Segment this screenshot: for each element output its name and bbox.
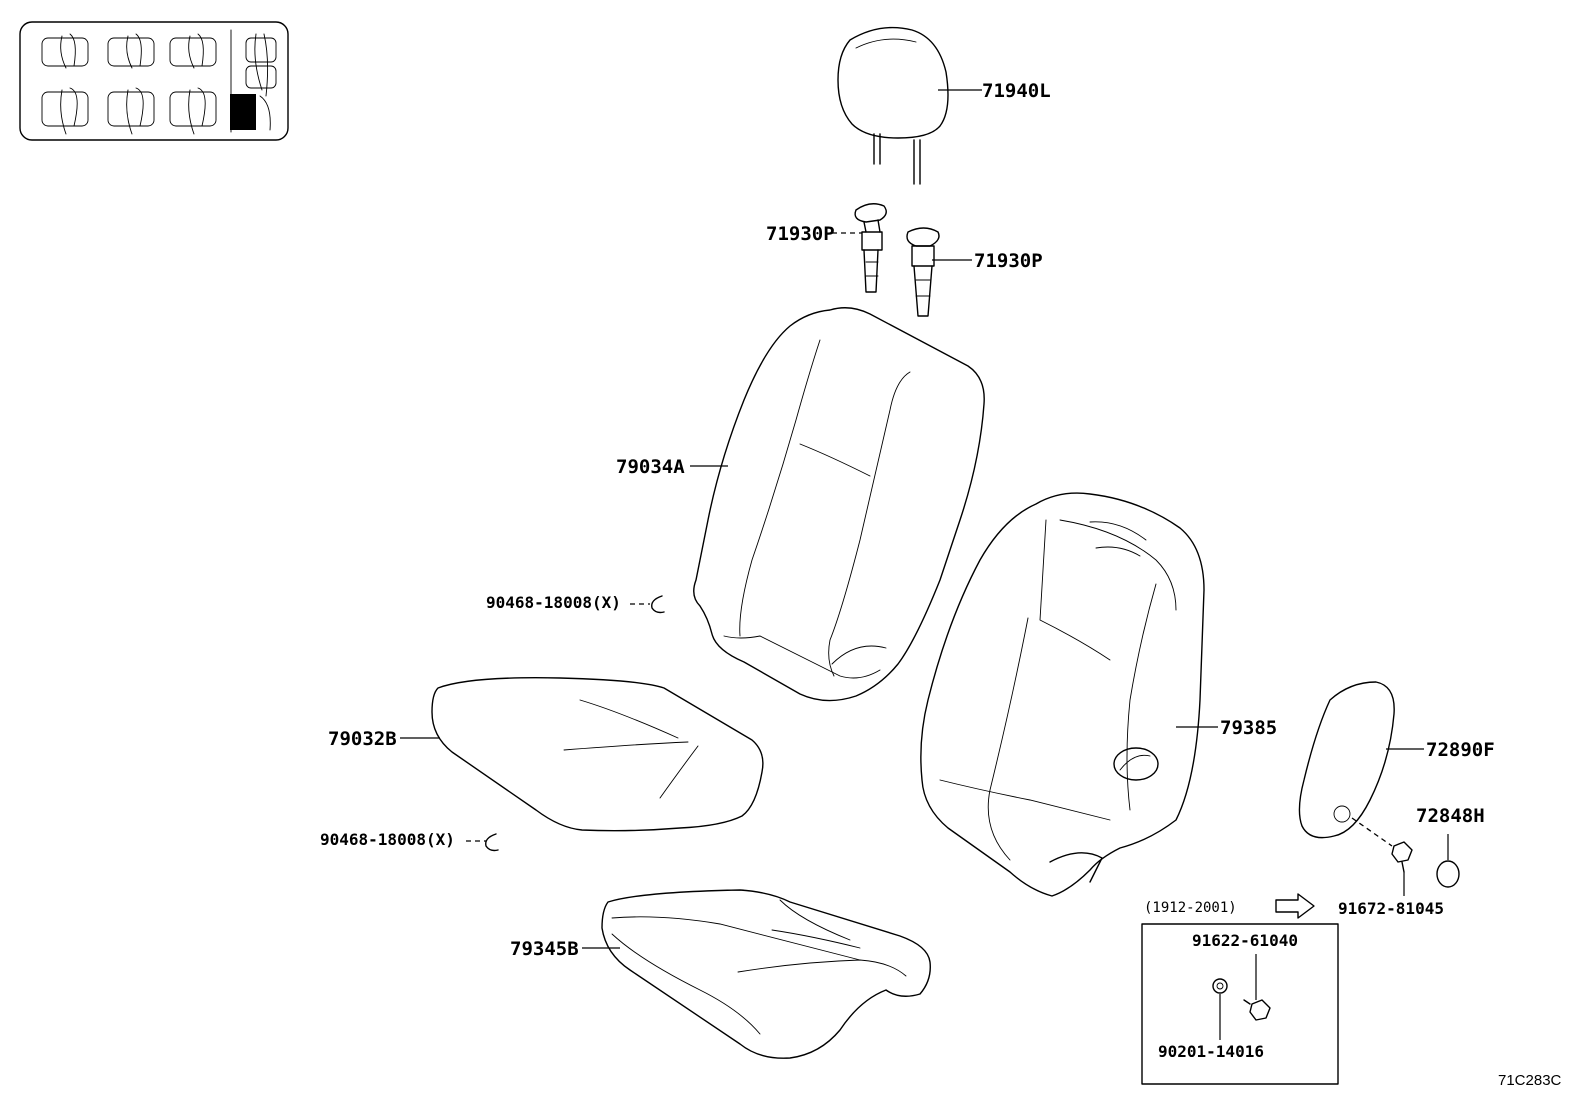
- inset-box: [1141, 923, 1339, 1085]
- label-inset-bolt: 91622-61040: [1192, 931, 1298, 950]
- cushion-pad-drawing: [601, 889, 931, 1059]
- label-back-cover: 79034A: [616, 456, 685, 478]
- arrow-right-icon: [1275, 893, 1315, 919]
- label-armrest: 72890F: [1426, 739, 1495, 761]
- headrest-drawing: [837, 26, 949, 185]
- label-armrest-bolt: 91672-81045: [1338, 899, 1444, 918]
- label-guide-right: 71930P: [974, 250, 1043, 272]
- armrest-cap-drawing: [1436, 860, 1460, 888]
- armrest-drawing: [1298, 681, 1395, 839]
- diagram-code: 71C283C: [1498, 1072, 1562, 1089]
- label-armrest-cap: 72848H: [1416, 805, 1485, 827]
- inset-washer-drawing: [1212, 978, 1228, 994]
- seatback-pad-drawing: [920, 492, 1205, 897]
- label-hog-ring-back: 90468-18008(X): [486, 593, 621, 612]
- headrest-guide-left-drawing: [854, 203, 887, 293]
- label-guide-left: 71930P: [766, 223, 835, 245]
- inset-bolt-drawing: [1243, 999, 1271, 1021]
- hog-ring-back-icon: [651, 595, 665, 614]
- armrest-bolt-drawing: [1391, 841, 1413, 873]
- highlighted-seat: [230, 94, 256, 130]
- hog-ring-cushion-icon: [485, 833, 499, 852]
- label-hog-ring-cushion: 90468-18008(X): [320, 830, 455, 849]
- label-cushion-cover: 79032B: [328, 728, 397, 750]
- label-headrest: 71940L: [982, 80, 1051, 102]
- seat-locator-icon: [19, 21, 289, 141]
- headrest-guide-right-drawing: [906, 227, 940, 317]
- seatback-cover-drawing: [693, 307, 985, 702]
- label-back-pad: 79385: [1220, 717, 1277, 739]
- cushion-cover-drawing: [431, 677, 764, 832]
- label-inset-washer: 90201-14016: [1158, 1042, 1264, 1061]
- label-cushion-pad: 79345B: [510, 938, 579, 960]
- production-note: (1912-2001): [1144, 900, 1237, 916]
